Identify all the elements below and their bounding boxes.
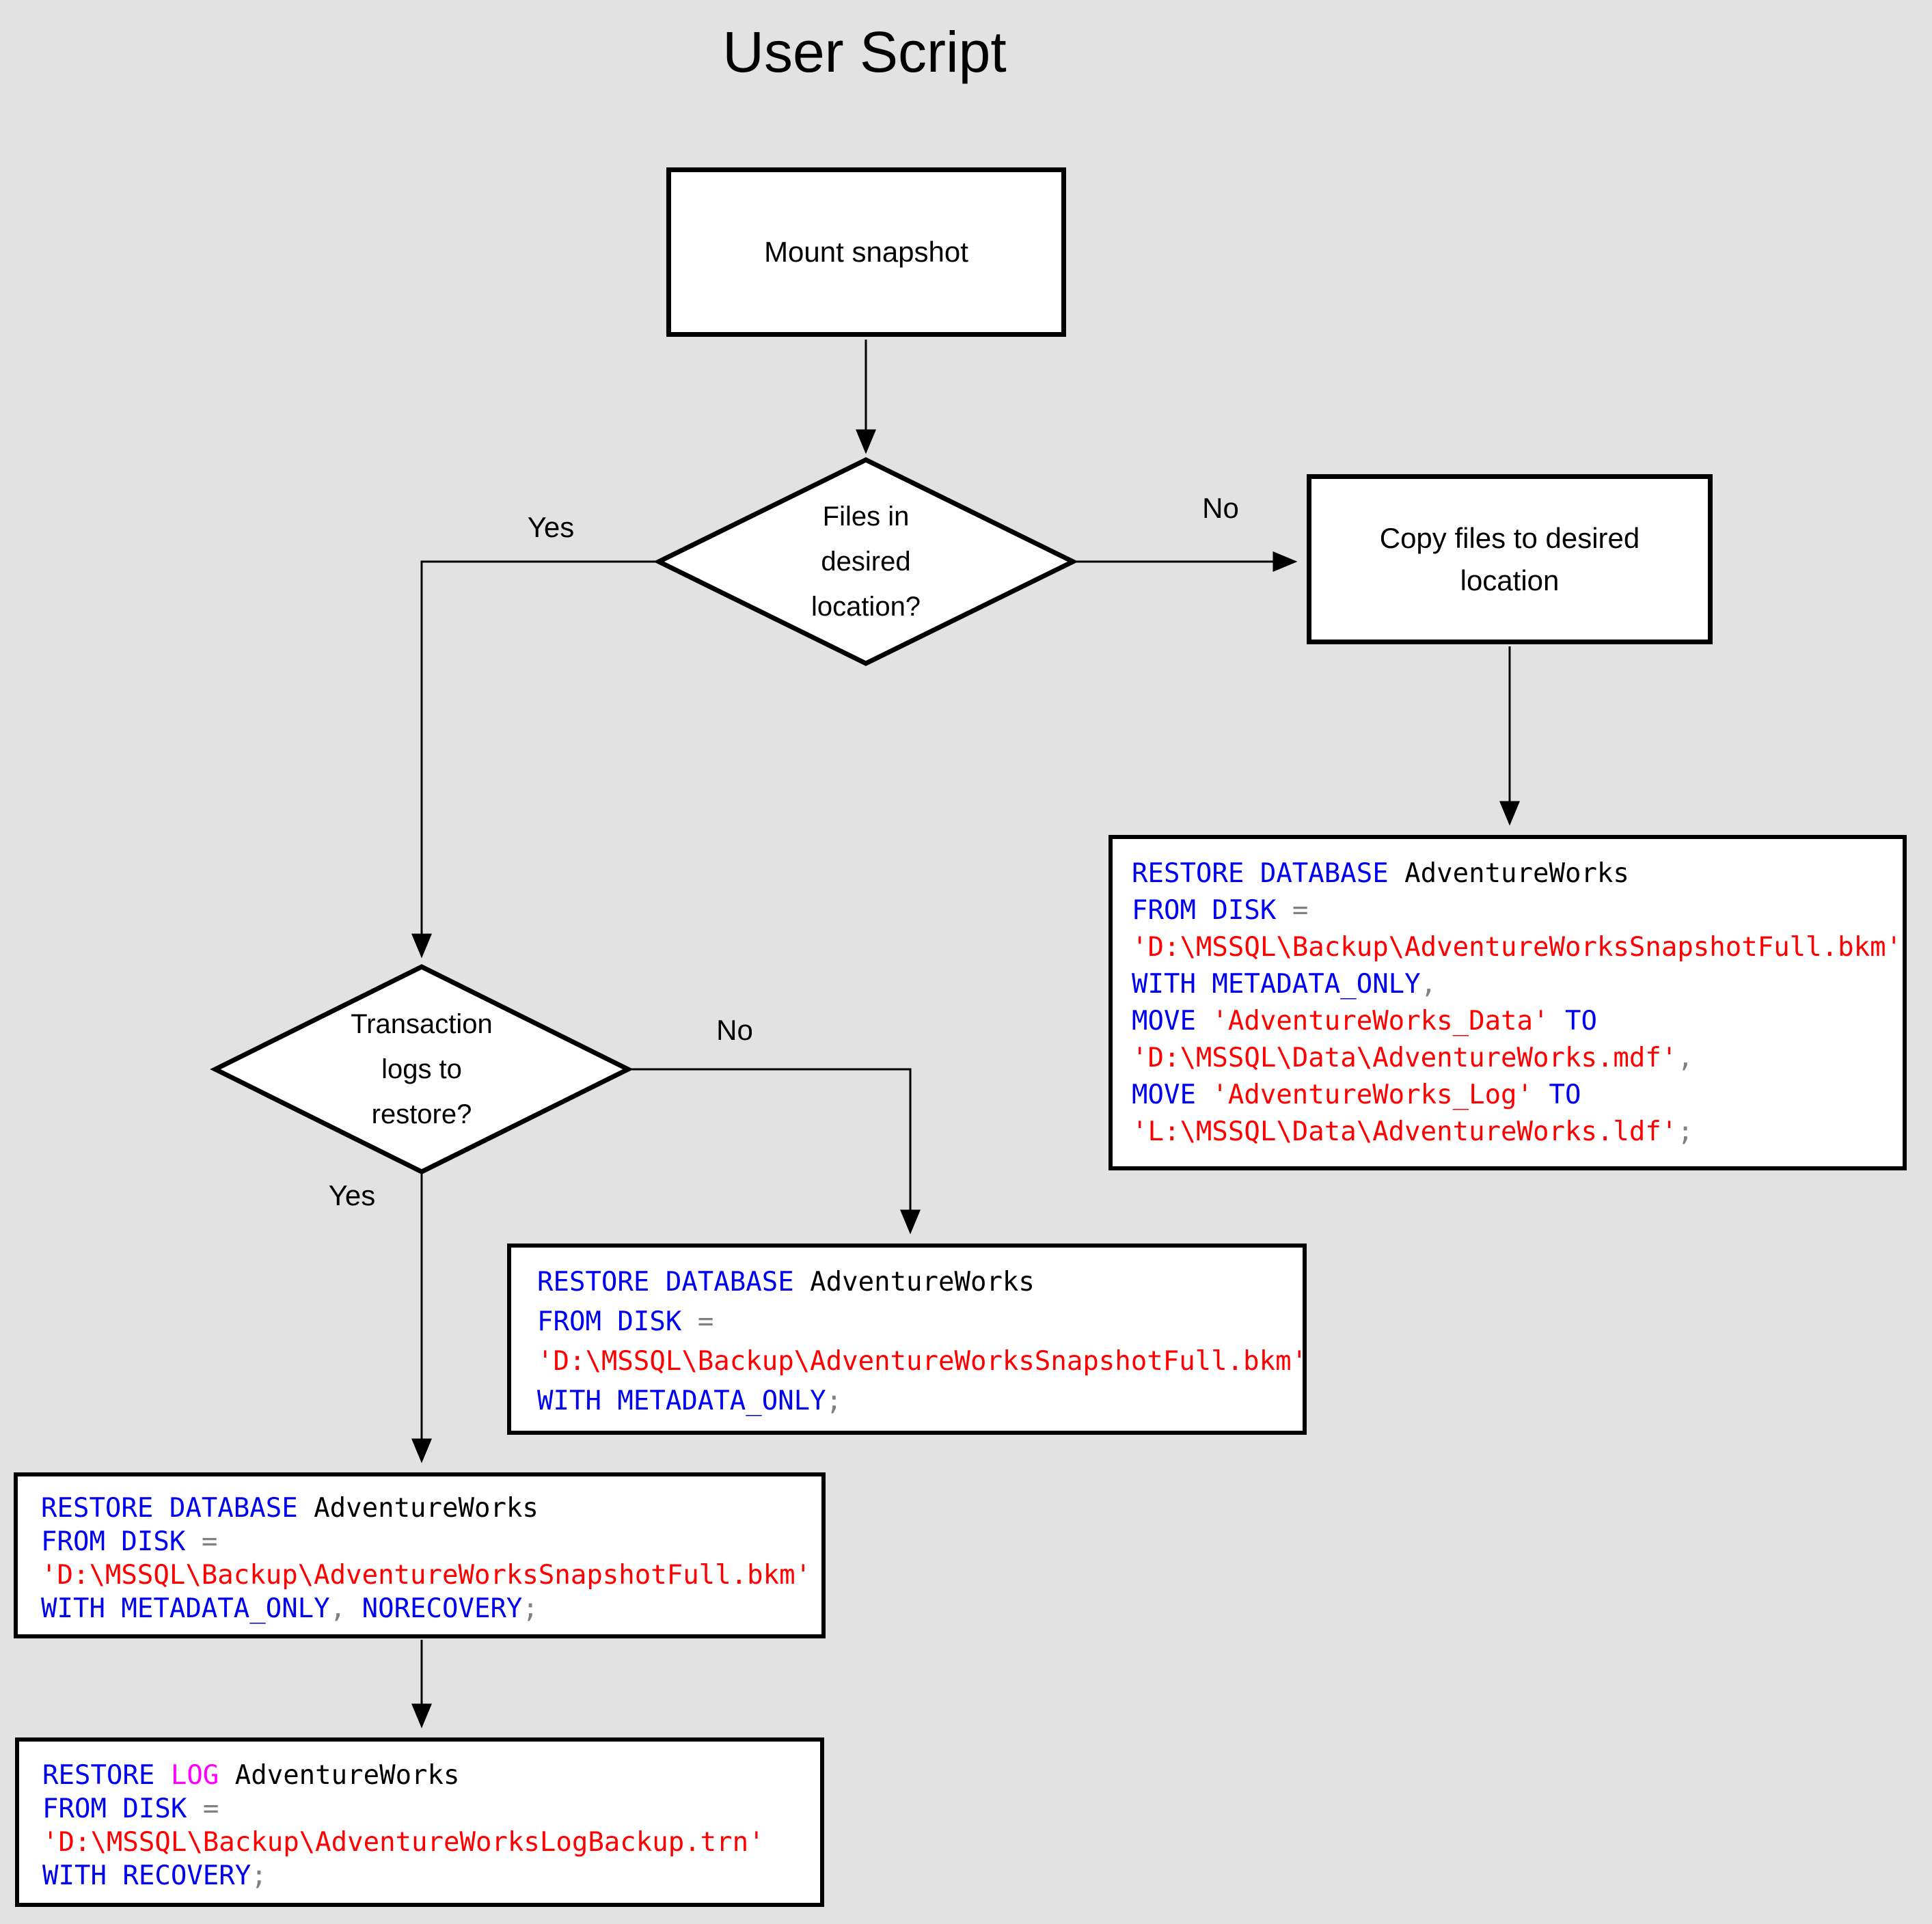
code-line: 'D:\MSSQL\Backup\AdventureWorksSnapshotF…	[1132, 932, 1903, 963]
code-line: FROM DISK =	[1132, 895, 1309, 926]
node-mount-snapshot: Mount snapshot	[666, 167, 1066, 337]
decision-diamond-logs	[210, 964, 634, 1174]
node-copy-files: Copy files to desired location	[1307, 474, 1713, 644]
code-line: FROM DISK =	[42, 1794, 219, 1824]
code-line: FROM DISK =	[537, 1306, 714, 1337]
code-line: 'D:\MSSQL\Backup\AdventureWorksLogBackup…	[42, 1827, 765, 1858]
code-line: RESTORE DATABASE AdventureWorks	[1132, 858, 1629, 889]
arrow-files-yes-to-logs-decision	[411, 560, 659, 959]
arrow-logs-no-to-restore-metadata	[628, 1068, 921, 1235]
code-line: WITH METADATA_ONLY, NORECOVERY;	[41, 1593, 539, 1624]
code-line: 'D:\MSSQL\Backup\AdventureWorksSnapshotF…	[41, 1560, 812, 1591]
edge-label-files-no: No	[1202, 492, 1239, 524]
edge-label-files-yes: Yes	[527, 511, 575, 543]
code-line: FROM DISK =	[41, 1526, 218, 1557]
code-line: RESTORE DATABASE AdventureWorks	[41, 1493, 539, 1524]
code-line: MOVE 'AdventureWorks_Data' TO	[1132, 1006, 1597, 1036]
code-line: RESTORE DATABASE AdventureWorks	[537, 1267, 1035, 1297]
decision-diamond-files	[653, 457, 1078, 666]
code-line: 'D:\MSSQL\Backup\AdventureWorksSnapshotF…	[537, 1346, 1308, 1377]
edge-label-logs-yes: Yes	[328, 1179, 376, 1211]
code-line: 'L:\MSSQL\Data\AdventureWorks.ldf';	[1132, 1116, 1693, 1147]
code-line: RESTORE LOG AdventureWorks	[42, 1760, 460, 1791]
code-line: MOVE 'AdventureWorks_Log' TO	[1132, 1080, 1581, 1110]
code-line: WITH METADATA_ONLY;	[537, 1386, 843, 1416]
code-line: 'D:\MSSQL\Data\AdventureWorks.mdf',	[1132, 1043, 1693, 1073]
code-line: WITH RECOVERY;	[42, 1860, 267, 1891]
diagram-title: User Script	[722, 20, 1007, 84]
code-line: WITH METADATA_ONLY,	[1132, 969, 1437, 1000]
edge-label-logs-no: No	[716, 1014, 753, 1046]
